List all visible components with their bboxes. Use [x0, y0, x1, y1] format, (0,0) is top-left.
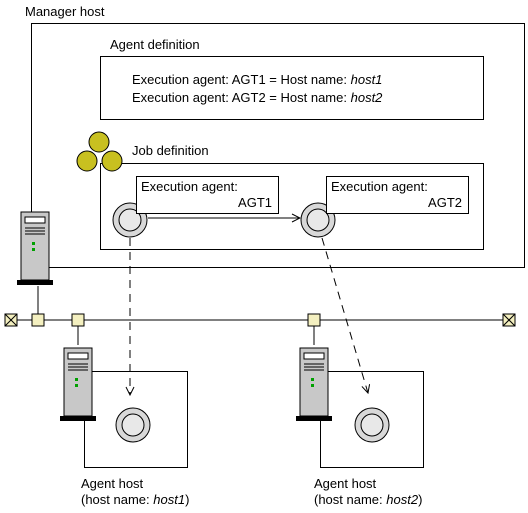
agent-definition-title: Agent definition	[110, 37, 200, 52]
agent-host-2-title: Agent host	[314, 476, 377, 491]
agent-host-1-title: Agent host	[81, 476, 144, 491]
job-definition-title: Job definition	[132, 143, 209, 158]
job-label-agt1-agent: AGT1	[238, 195, 272, 210]
job-label-agt2-caption: Execution agent:	[331, 179, 428, 194]
manager-server-icon	[17, 211, 53, 285]
job-label-agt1: Execution agent: AGT1	[136, 176, 279, 214]
network-terminator-right	[502, 313, 516, 327]
job-label-agt1-caption: Execution agent:	[141, 179, 238, 194]
agent-job-icon-2	[354, 407, 390, 443]
agent-definition-line-2: Execution agent: AGT2 = Host name: host2	[132, 90, 383, 105]
agent-definition-box	[100, 56, 484, 120]
agent-definition-line-1: Execution agent: AGT1 = Host name: host1	[132, 72, 383, 87]
network-node-agent2	[307, 313, 321, 327]
agent-server-icon-1	[60, 347, 96, 421]
agent-host-1-hostname: (host name: host1)	[81, 492, 190, 507]
dispatch-arrow-2	[321, 237, 368, 393]
agent-server-icon-2	[296, 347, 332, 421]
network-node-agent1	[71, 313, 85, 327]
network-terminator-left	[4, 313, 18, 327]
job-label-agt2: Execution agent: AGT2	[326, 176, 469, 214]
network-node-manager	[31, 313, 45, 327]
agent-job-icon-1	[115, 407, 151, 443]
manager-host-label: Manager host	[25, 4, 105, 19]
jobnet-icon	[76, 131, 123, 172]
agent-host-2-hostname: (host name: host2)	[314, 492, 423, 507]
job-label-agt2-agent: AGT2	[428, 195, 462, 210]
